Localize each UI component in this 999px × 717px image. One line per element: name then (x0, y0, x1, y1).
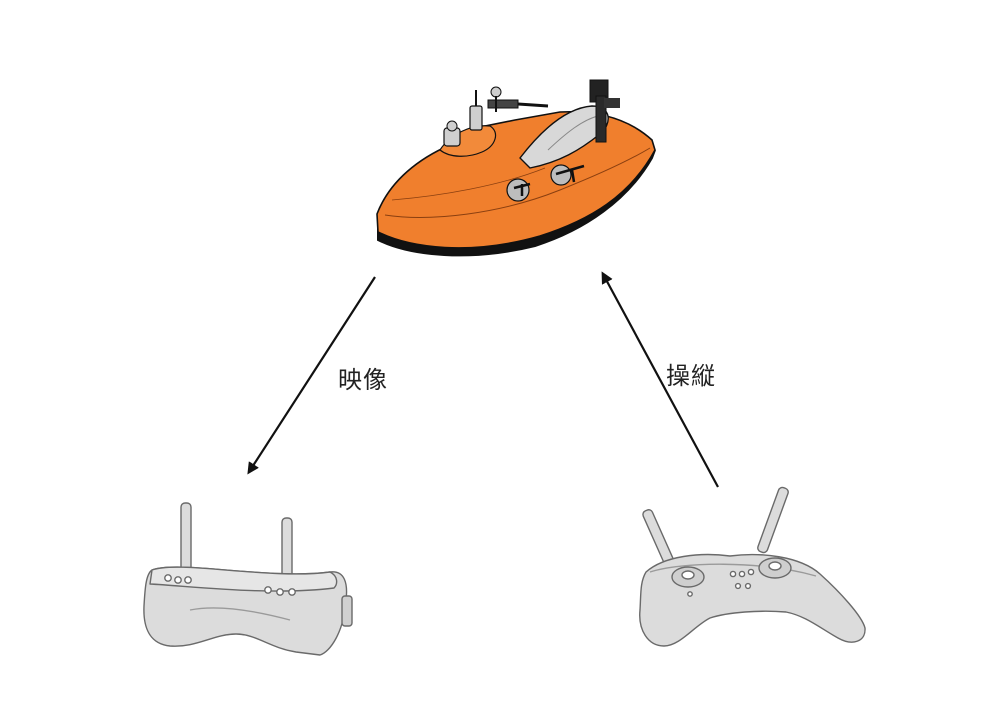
video-arrow (247, 276, 376, 475)
gamepad-controller-icon (639, 486, 866, 647)
video-label: 映像 (338, 366, 388, 394)
jet-ski-drone-icon (376, 79, 656, 257)
control-label: 操縦 (666, 362, 716, 390)
control-arrow (601, 271, 719, 488)
fpv-goggles-icon (143, 502, 353, 656)
